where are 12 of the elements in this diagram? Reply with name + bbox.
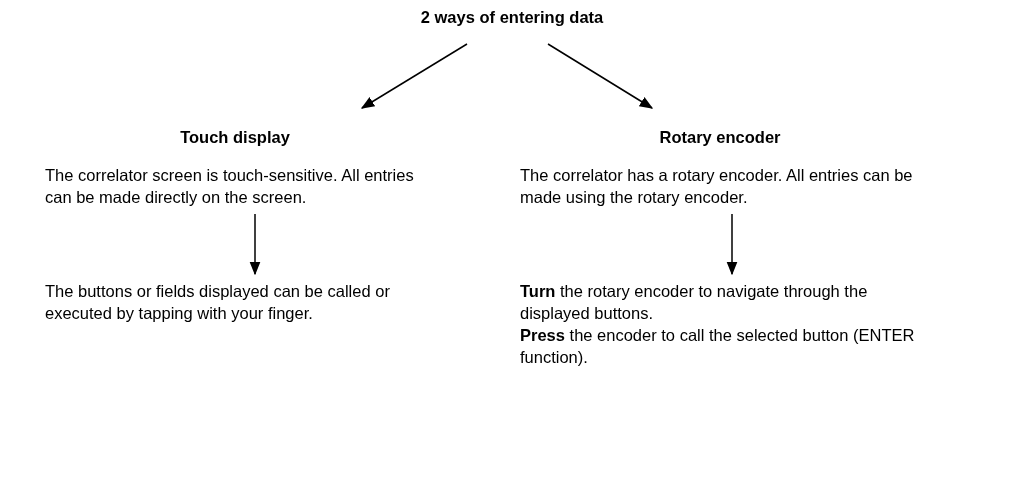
arrow [726, 213, 738, 276]
paragraph: The correlator screen is touch-sensitive. All entries can be made directly on the screen. [45, 165, 415, 208]
paragraph: Press the encoder to call the selected button (ENTER function). [520, 325, 916, 368]
paragraph: The buttons or fields displayed can be called or executed by tapping with your finger. [45, 281, 391, 324]
arrow [360, 43, 468, 109]
paragraph: Turn the rotary encoder to navigate through the displayed buttons. [520, 281, 869, 324]
heading: Touch display [179, 127, 291, 148]
arrow [547, 43, 654, 109]
paragraph: The correlator has a rotary encoder. All entries can be made using the rotary encoder. [520, 165, 914, 208]
heading: Rotary encoder [658, 127, 782, 148]
heading: 2 ways of entering data [419, 7, 605, 28]
arrow [249, 213, 261, 276]
